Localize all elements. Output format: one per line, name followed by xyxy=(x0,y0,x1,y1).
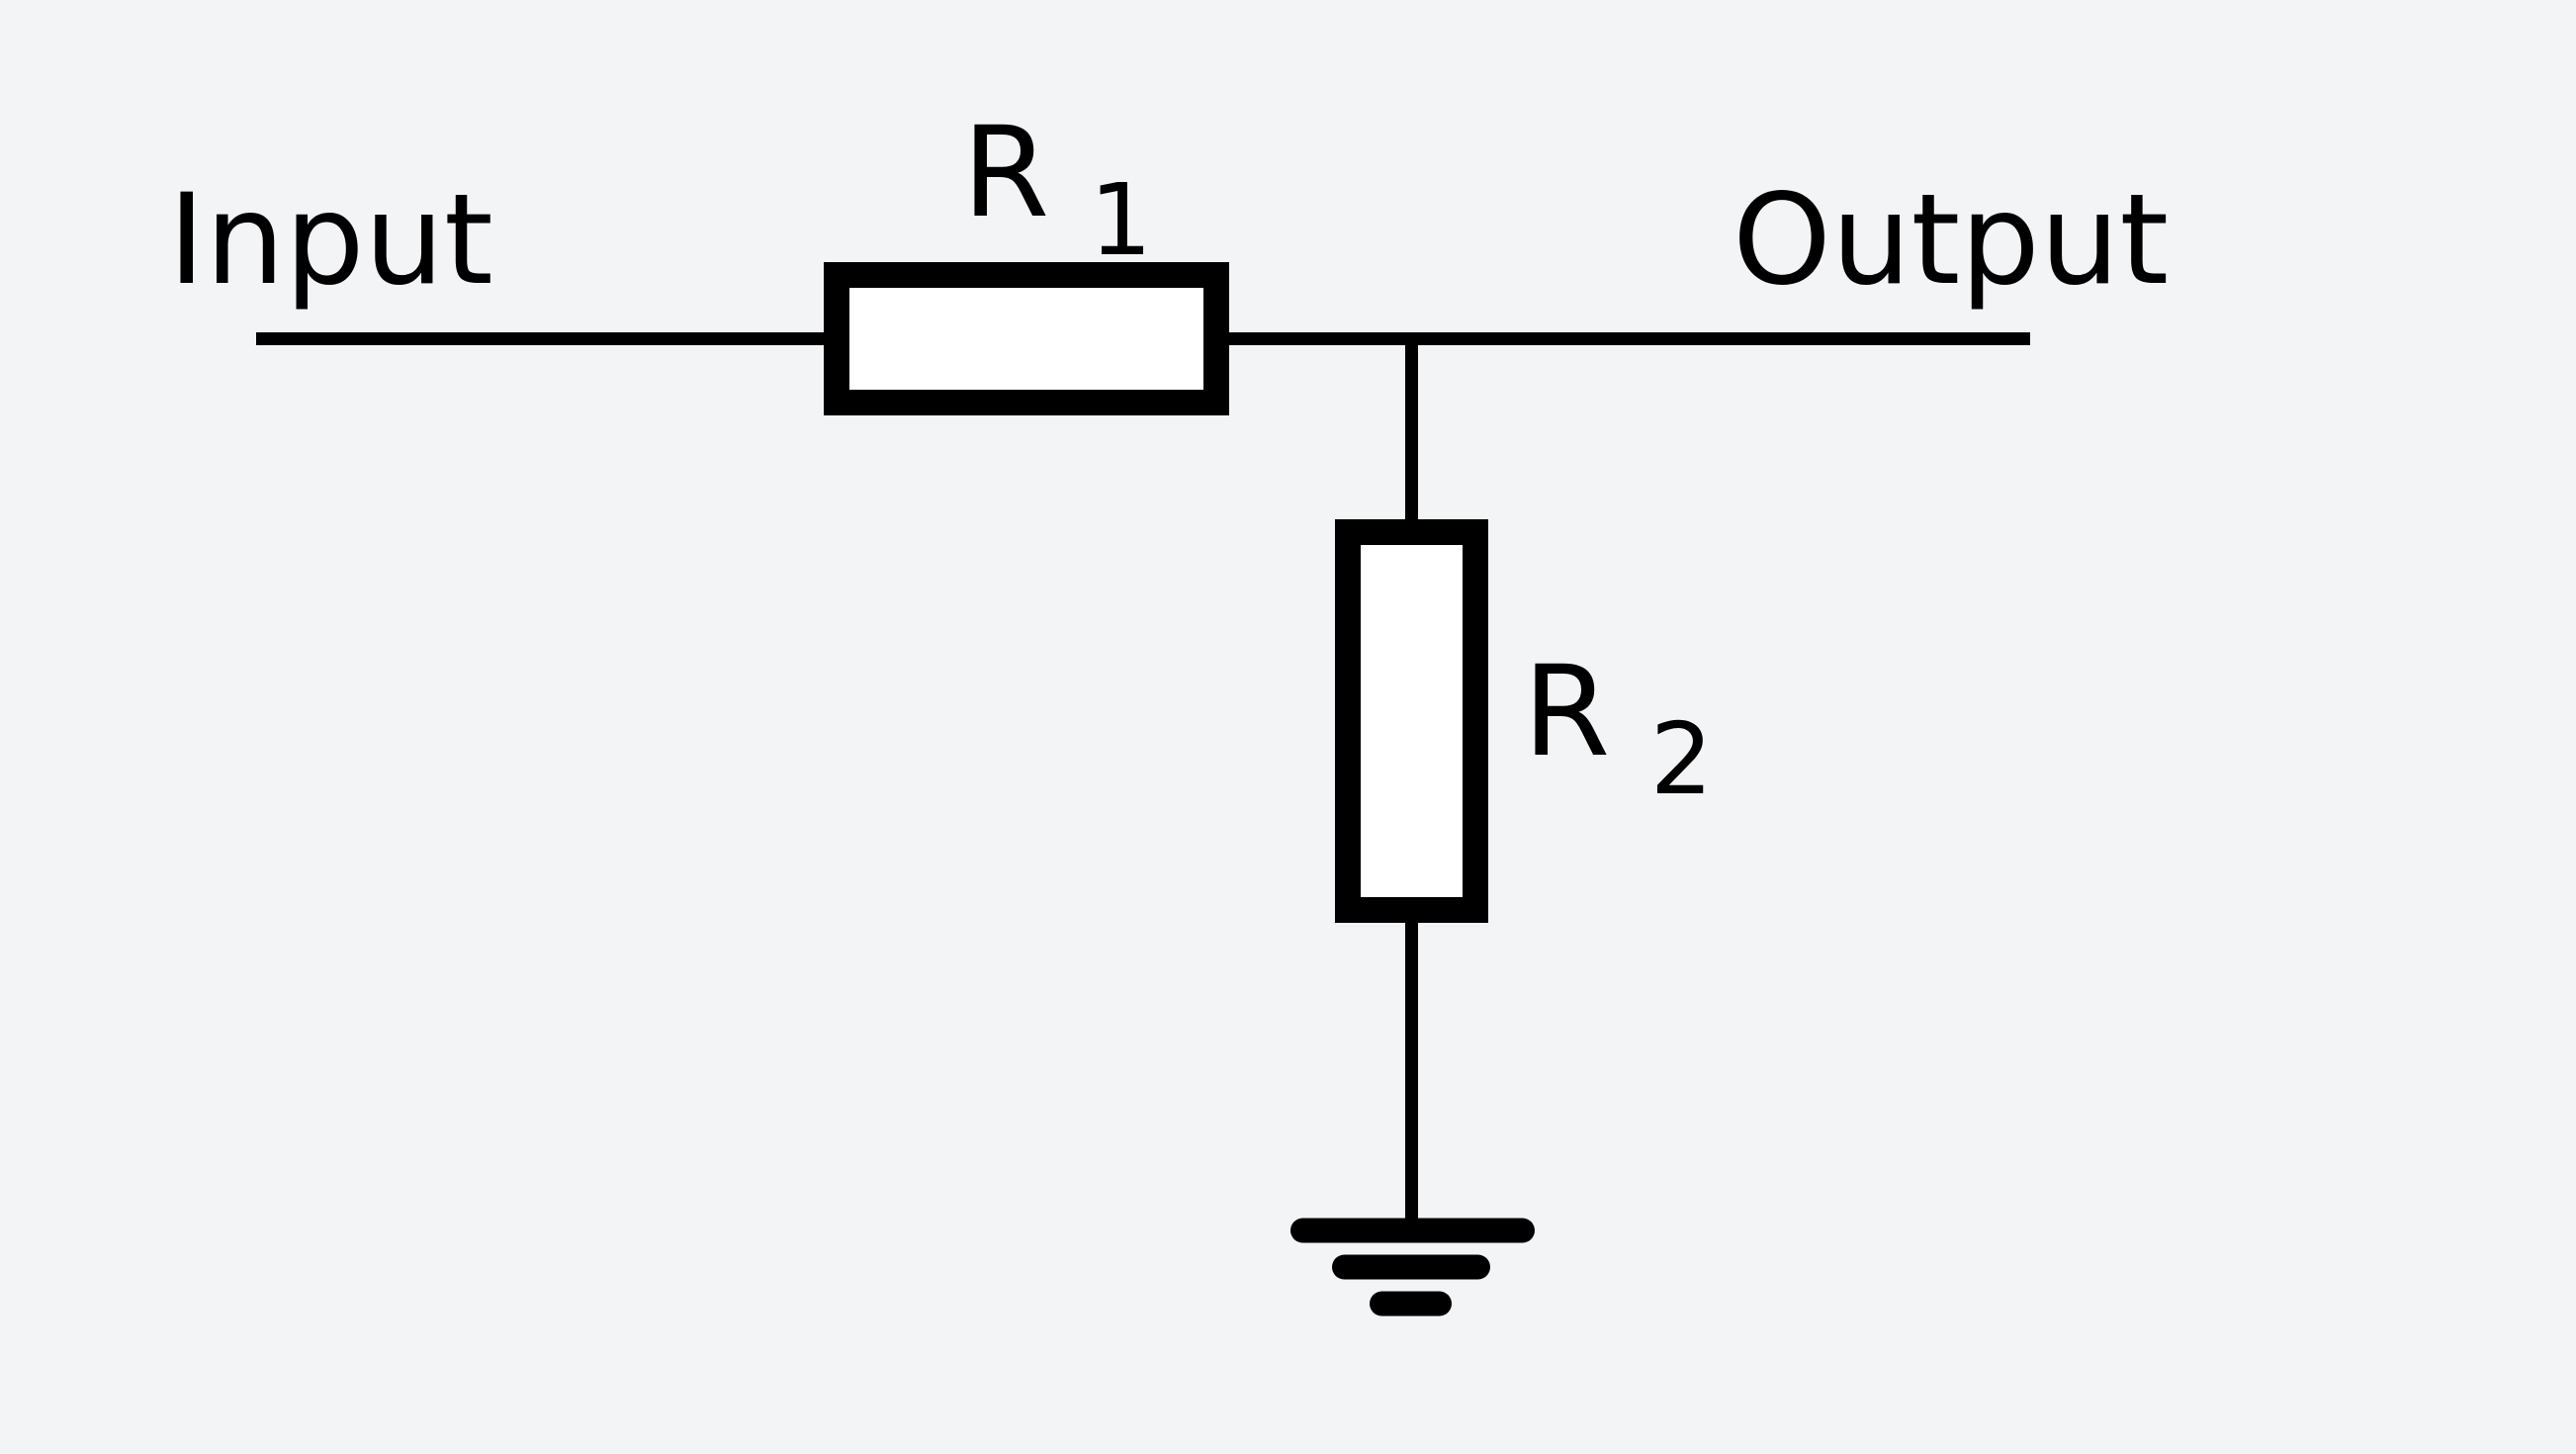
ground-symbol xyxy=(1290,1218,1535,1317)
r1-label-subscript: 1 xyxy=(1090,162,1153,278)
output-label: Output xyxy=(1732,166,2169,313)
resistor-r2-body xyxy=(1335,519,1488,923)
input-label: Input xyxy=(168,166,493,313)
resistor-r1-body xyxy=(824,262,1229,415)
r2-label-subscript: 2 xyxy=(1650,701,1714,817)
r1-label: R 1 xyxy=(962,99,1152,278)
r1-label-base: R xyxy=(962,99,1049,245)
r2-label-base: R xyxy=(1523,638,1610,784)
r2-label: R 2 xyxy=(1523,638,1713,817)
